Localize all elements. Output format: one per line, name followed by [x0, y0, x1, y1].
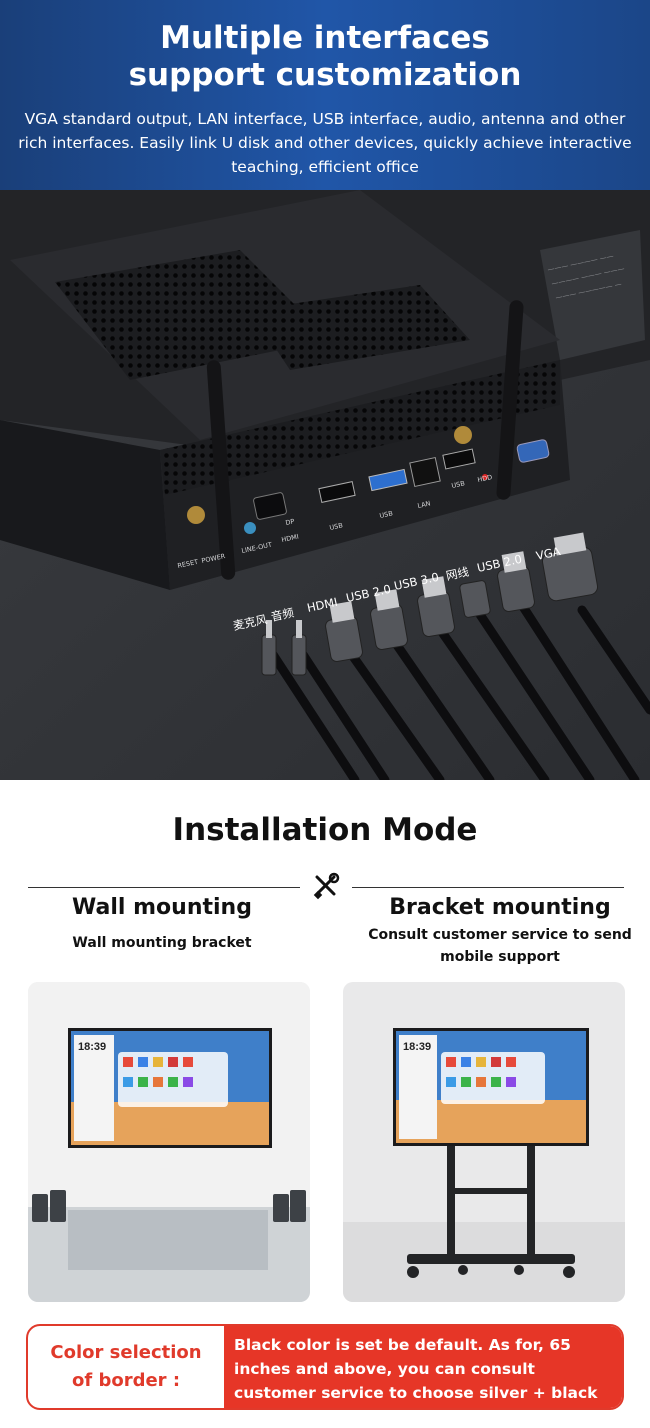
port-label-usb-3: USB — [451, 479, 466, 490]
port-label-dp: DP — [285, 517, 295, 527]
color-selection-text: Black color is set be default. As for, 6… — [224, 1326, 622, 1408]
color-selection-box: Color selection of border : Black color … — [26, 1324, 624, 1410]
port-label-usb-2: USB — [379, 509, 394, 520]
wall-mounting-title: Wall mounting — [72, 895, 252, 920]
bracket-mounting-title: Bracket mounting — [389, 895, 611, 920]
port-label-hdd: HDD — [477, 473, 493, 484]
installation-title: Installation Mode — [172, 812, 478, 848]
bracket-screen-time: 18:39 — [403, 1041, 431, 1053]
bracket-subtitle-line1: Consult customer service to send — [368, 927, 632, 943]
color-label-line2: of border : — [71, 1370, 181, 1391]
device-ports-photo: ——— ———— —— ———— ——— ——— ——— ————— — — [0, 190, 650, 780]
bracket-mounting-image: 18:39 — [343, 982, 625, 1302]
wall-mounting-subtitle: Wall mounting bracket — [72, 935, 252, 951]
divider-right — [352, 887, 624, 888]
cable-label-vga: VGA — [535, 544, 562, 563]
wall-mounting-image: 18:39 — [28, 982, 310, 1302]
cable-label-audio: 音频 — [270, 605, 296, 624]
hero-title-line1: Multiple interfaces — [160, 20, 490, 56]
cable-label-hdmi: HDMI — [306, 595, 339, 615]
tools-icon — [313, 872, 340, 900]
bracket-mounting-subtitle: Consult customer service to send mobile … — [337, 924, 650, 968]
cable-label-lan: 网线 — [445, 564, 471, 583]
hero-title-line2: support customization — [128, 57, 522, 93]
port-label-usb-1: USB — [329, 521, 344, 532]
port-label-hdmi: HDMI — [281, 532, 300, 543]
bracket-subtitle-line2: mobile support — [440, 949, 560, 965]
hero-banner: Multiple interfaces support customizatio… — [0, 0, 650, 190]
divider-left — [28, 887, 300, 888]
wall-screen-time: 18:39 — [78, 1041, 106, 1053]
color-selection-label: Color selection of border : — [28, 1326, 224, 1408]
hero-description: VGA standard output, LAN interface, USB … — [18, 110, 632, 176]
color-label-line1: Color selection — [50, 1342, 202, 1363]
interfaces-hero: ——— ———— —— ———— ——— ——— ——— ————— — — [0, 0, 650, 780]
hero-title: Multiple interfaces support customizatio… — [0, 20, 650, 94]
port-label-lan: LAN — [417, 499, 432, 510]
